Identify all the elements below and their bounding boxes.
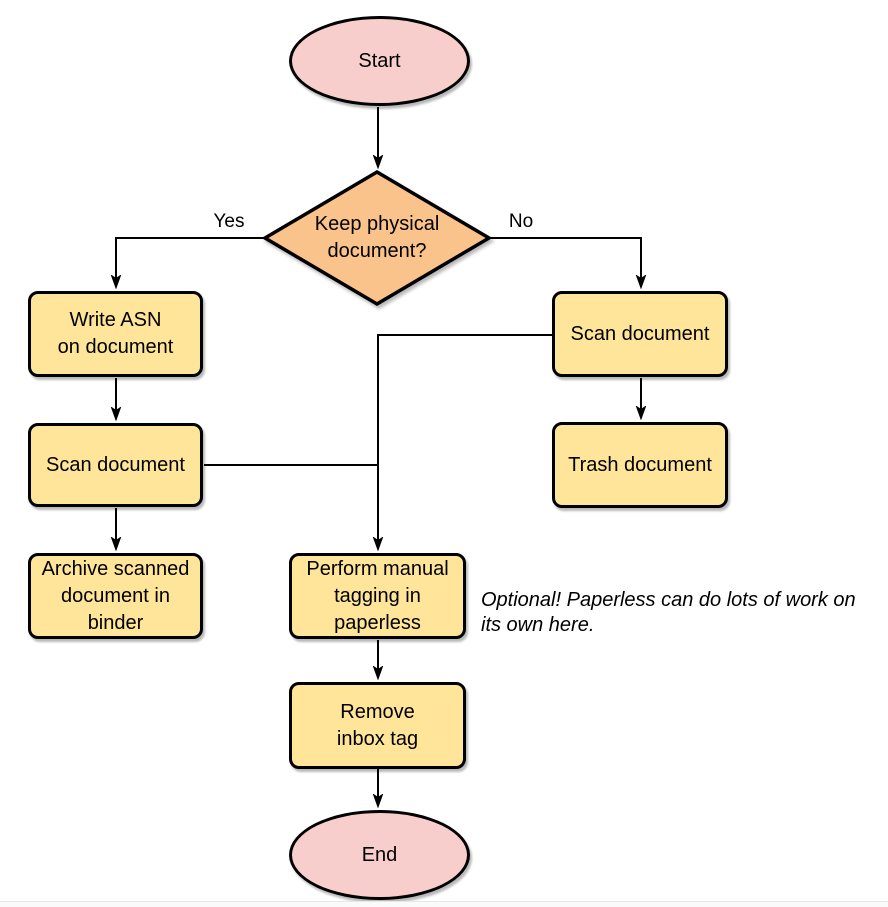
scan-left-label: Scan document (46, 453, 185, 476)
start-label: Start (358, 49, 401, 72)
node-write-asn: Write ASN on document (28, 291, 203, 377)
node-decision (261, 169, 493, 307)
scan-right-label: Scan document (570, 322, 710, 345)
node-scan-right: Scan document (552, 291, 728, 377)
annotation-note: Optional! Paperless can do lots of work … (481, 589, 856, 636)
bottom-divider (0, 901, 888, 907)
edge-decision-scan-right (488, 237, 641, 287)
write-asn-label: Write ASN on document (57, 309, 174, 358)
edge-scan-right-tagging (378, 334, 552, 549)
node-trash: Trash document (552, 422, 728, 508)
node-end: End (289, 810, 470, 900)
edge-decision-write-asn (116, 237, 266, 287)
decision-label: Keep physical document? (314, 213, 440, 262)
node-tagging: Perform manual tagging in paperless (289, 553, 466, 639)
trash-label: Trash document (568, 453, 712, 476)
edge-label-no: No (508, 211, 534, 232)
end-label: End (361, 843, 398, 866)
archive-label: Archive scanned document in binder (41, 557, 190, 634)
node-start: Start (289, 16, 470, 106)
node-archive: Archive scanned document in binder (28, 553, 203, 639)
node-remove-inbox: Remove inbox tag (289, 682, 466, 769)
node-scan-left: Scan document (28, 423, 203, 507)
tagging-label: Perform manual tagging in paperless (306, 557, 449, 634)
remove-inbox-label: Remove inbox tag (336, 700, 419, 750)
edge-label-yes: Yes (213, 211, 245, 232)
